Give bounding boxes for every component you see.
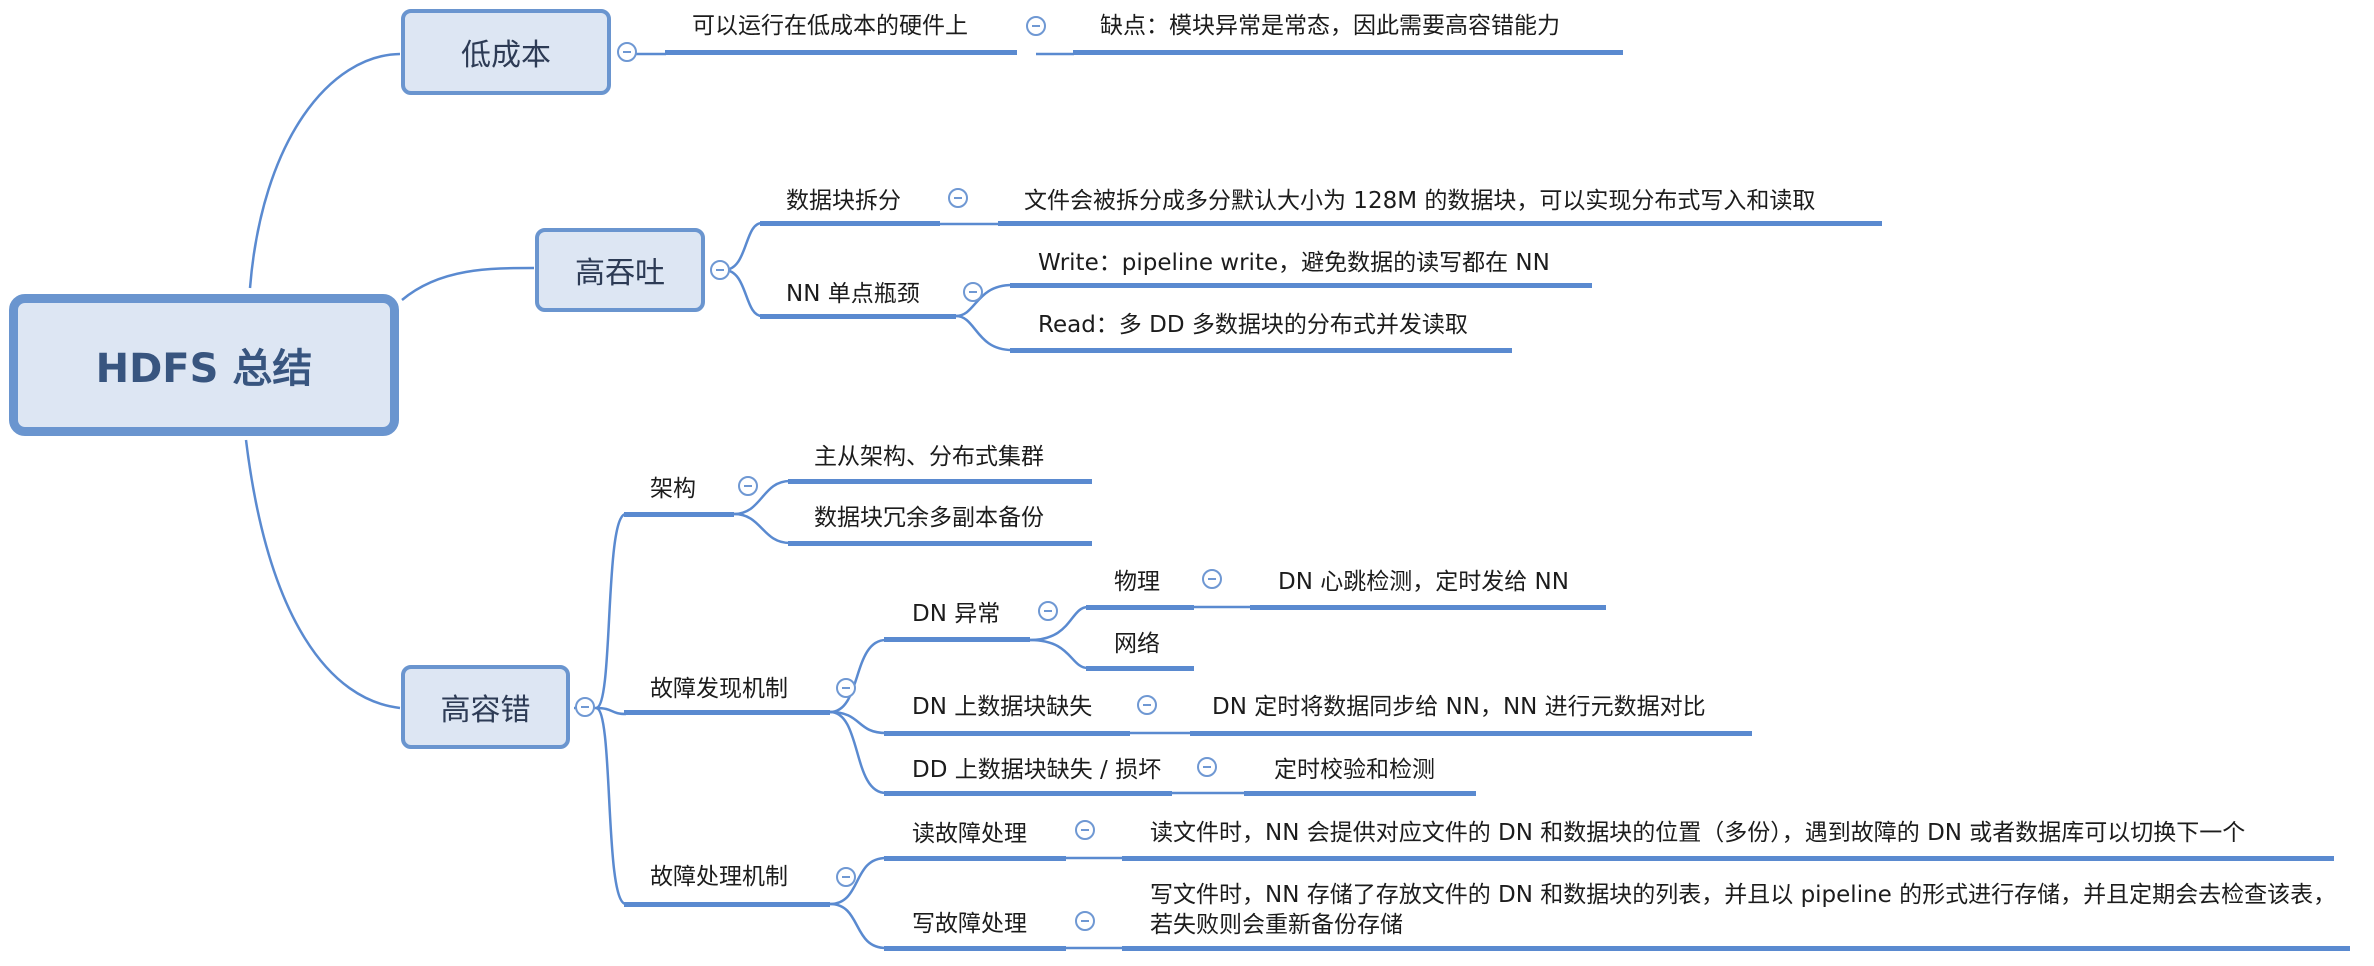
node-underline <box>1073 50 1623 55</box>
node-architecture: 架构 <box>650 476 696 502</box>
collapse-icon[interactable] <box>1026 16 1046 36</box>
node-block-split-detail: 文件会被拆分成多分默认大小为 128M 的数据块，可以实现分布式写入和读取 <box>1024 188 1816 214</box>
collapse-icon[interactable] <box>1075 911 1095 931</box>
node-write-fault: 写故障处理 <box>912 911 1027 937</box>
node-underline <box>1010 348 1512 353</box>
root-node[interactable]: HDFS 总结 <box>9 294 399 436</box>
node-dn-missing: DN 上数据块缺失 <box>912 694 1093 720</box>
node-underline <box>1086 666 1194 671</box>
node-physical: 物理 <box>1114 569 1160 595</box>
node-underline <box>788 541 1092 546</box>
node-underline <box>1010 283 1592 288</box>
collapse-icon[interactable] <box>617 42 637 62</box>
node-dn-error: DN 异常 <box>912 601 1001 627</box>
node-pipeline-write: Write：pipeline write，避免数据的读写都在 NN <box>1038 250 1550 276</box>
node-underline <box>1244 791 1476 796</box>
collapse-icon[interactable] <box>1197 757 1217 777</box>
node-underline <box>1122 856 2334 861</box>
node-underline <box>884 856 1066 861</box>
collapse-icon[interactable] <box>575 697 595 717</box>
node-underline <box>884 946 1066 951</box>
collapse-icon[interactable] <box>1202 569 1222 589</box>
node-write-fault-detail: 写文件时，NN 存储了存放文件的 DN 和数据块的列表，并且以 pipeline… <box>1150 882 2337 938</box>
node-underline <box>884 731 1130 736</box>
node-underline <box>665 50 1017 55</box>
node-low-cost[interactable]: 低成本 <box>401 9 611 95</box>
node-network: 网络 <box>1114 631 1160 657</box>
node-distributed-read: Read：多 DD 多数据块的分布式并发读取 <box>1038 312 1468 338</box>
node-heartbeat: DN 心跳检测，定时发给 NN <box>1278 569 1569 595</box>
node-dd-missing: DD 上数据块缺失 / 损坏 <box>912 757 1162 783</box>
node-read-fault-detail: 读文件时，NN 会提供对应文件的 DN 和数据块的位置（多份），遇到故障的 DN… <box>1150 820 2246 846</box>
node-fault-tolerance-label: 高容错 <box>440 693 531 728</box>
node-master-slave: 主从架构、分布式集群 <box>814 444 1044 470</box>
node-underline <box>884 637 1030 642</box>
node-fault-tolerance[interactable]: 高容错 <box>401 665 570 749</box>
node-low-cost-hardware: 可以运行在低成本的硬件上 <box>692 13 968 39</box>
collapse-icon[interactable] <box>738 476 758 496</box>
node-underline <box>884 791 1172 796</box>
node-low-cost-drawback: 缺点：模块异常是常态，因此需要高容错能力 <box>1100 13 1560 39</box>
node-high-throughput[interactable]: 高吞吐 <box>535 228 705 312</box>
node-underline <box>1250 605 1606 610</box>
collapse-icon[interactable] <box>1137 695 1157 715</box>
collapse-icon[interactable] <box>1075 820 1095 840</box>
root-label: HDFS 总结 <box>95 346 313 392</box>
collapse-icon[interactable] <box>710 260 730 280</box>
node-checksum: 定时校验和检测 <box>1274 757 1435 783</box>
collapse-icon[interactable] <box>836 867 856 887</box>
node-read-fault: 读故障处理 <box>912 821 1027 847</box>
node-fault-handling: 故障处理机制 <box>650 864 788 890</box>
node-dn-sync: DN 定时将数据同步给 NN，NN 进行元数据对比 <box>1212 694 1706 720</box>
collapse-icon[interactable] <box>948 188 968 208</box>
node-underline <box>624 902 830 907</box>
node-high-throughput-label: 高吞吐 <box>575 256 665 291</box>
collapse-icon[interactable] <box>963 282 983 302</box>
node-low-cost-label: 低成本 <box>461 38 551 73</box>
node-underline <box>624 512 734 517</box>
node-underline <box>1122 946 2350 951</box>
node-underline <box>998 221 1882 226</box>
node-underline <box>788 479 1092 484</box>
node-replicas: 数据块冗余多副本备份 <box>814 505 1044 531</box>
node-underline <box>760 314 956 319</box>
node-underline <box>624 710 830 715</box>
node-underline <box>1086 605 1194 610</box>
collapse-icon[interactable] <box>1038 601 1058 621</box>
node-underline <box>1190 731 1752 736</box>
node-block-split: 数据块拆分 <box>786 188 901 214</box>
node-fault-detection: 故障发现机制 <box>650 676 788 702</box>
collapse-icon[interactable] <box>836 678 856 698</box>
node-nn-bottleneck: NN 单点瓶颈 <box>786 281 920 307</box>
node-underline <box>760 221 940 226</box>
